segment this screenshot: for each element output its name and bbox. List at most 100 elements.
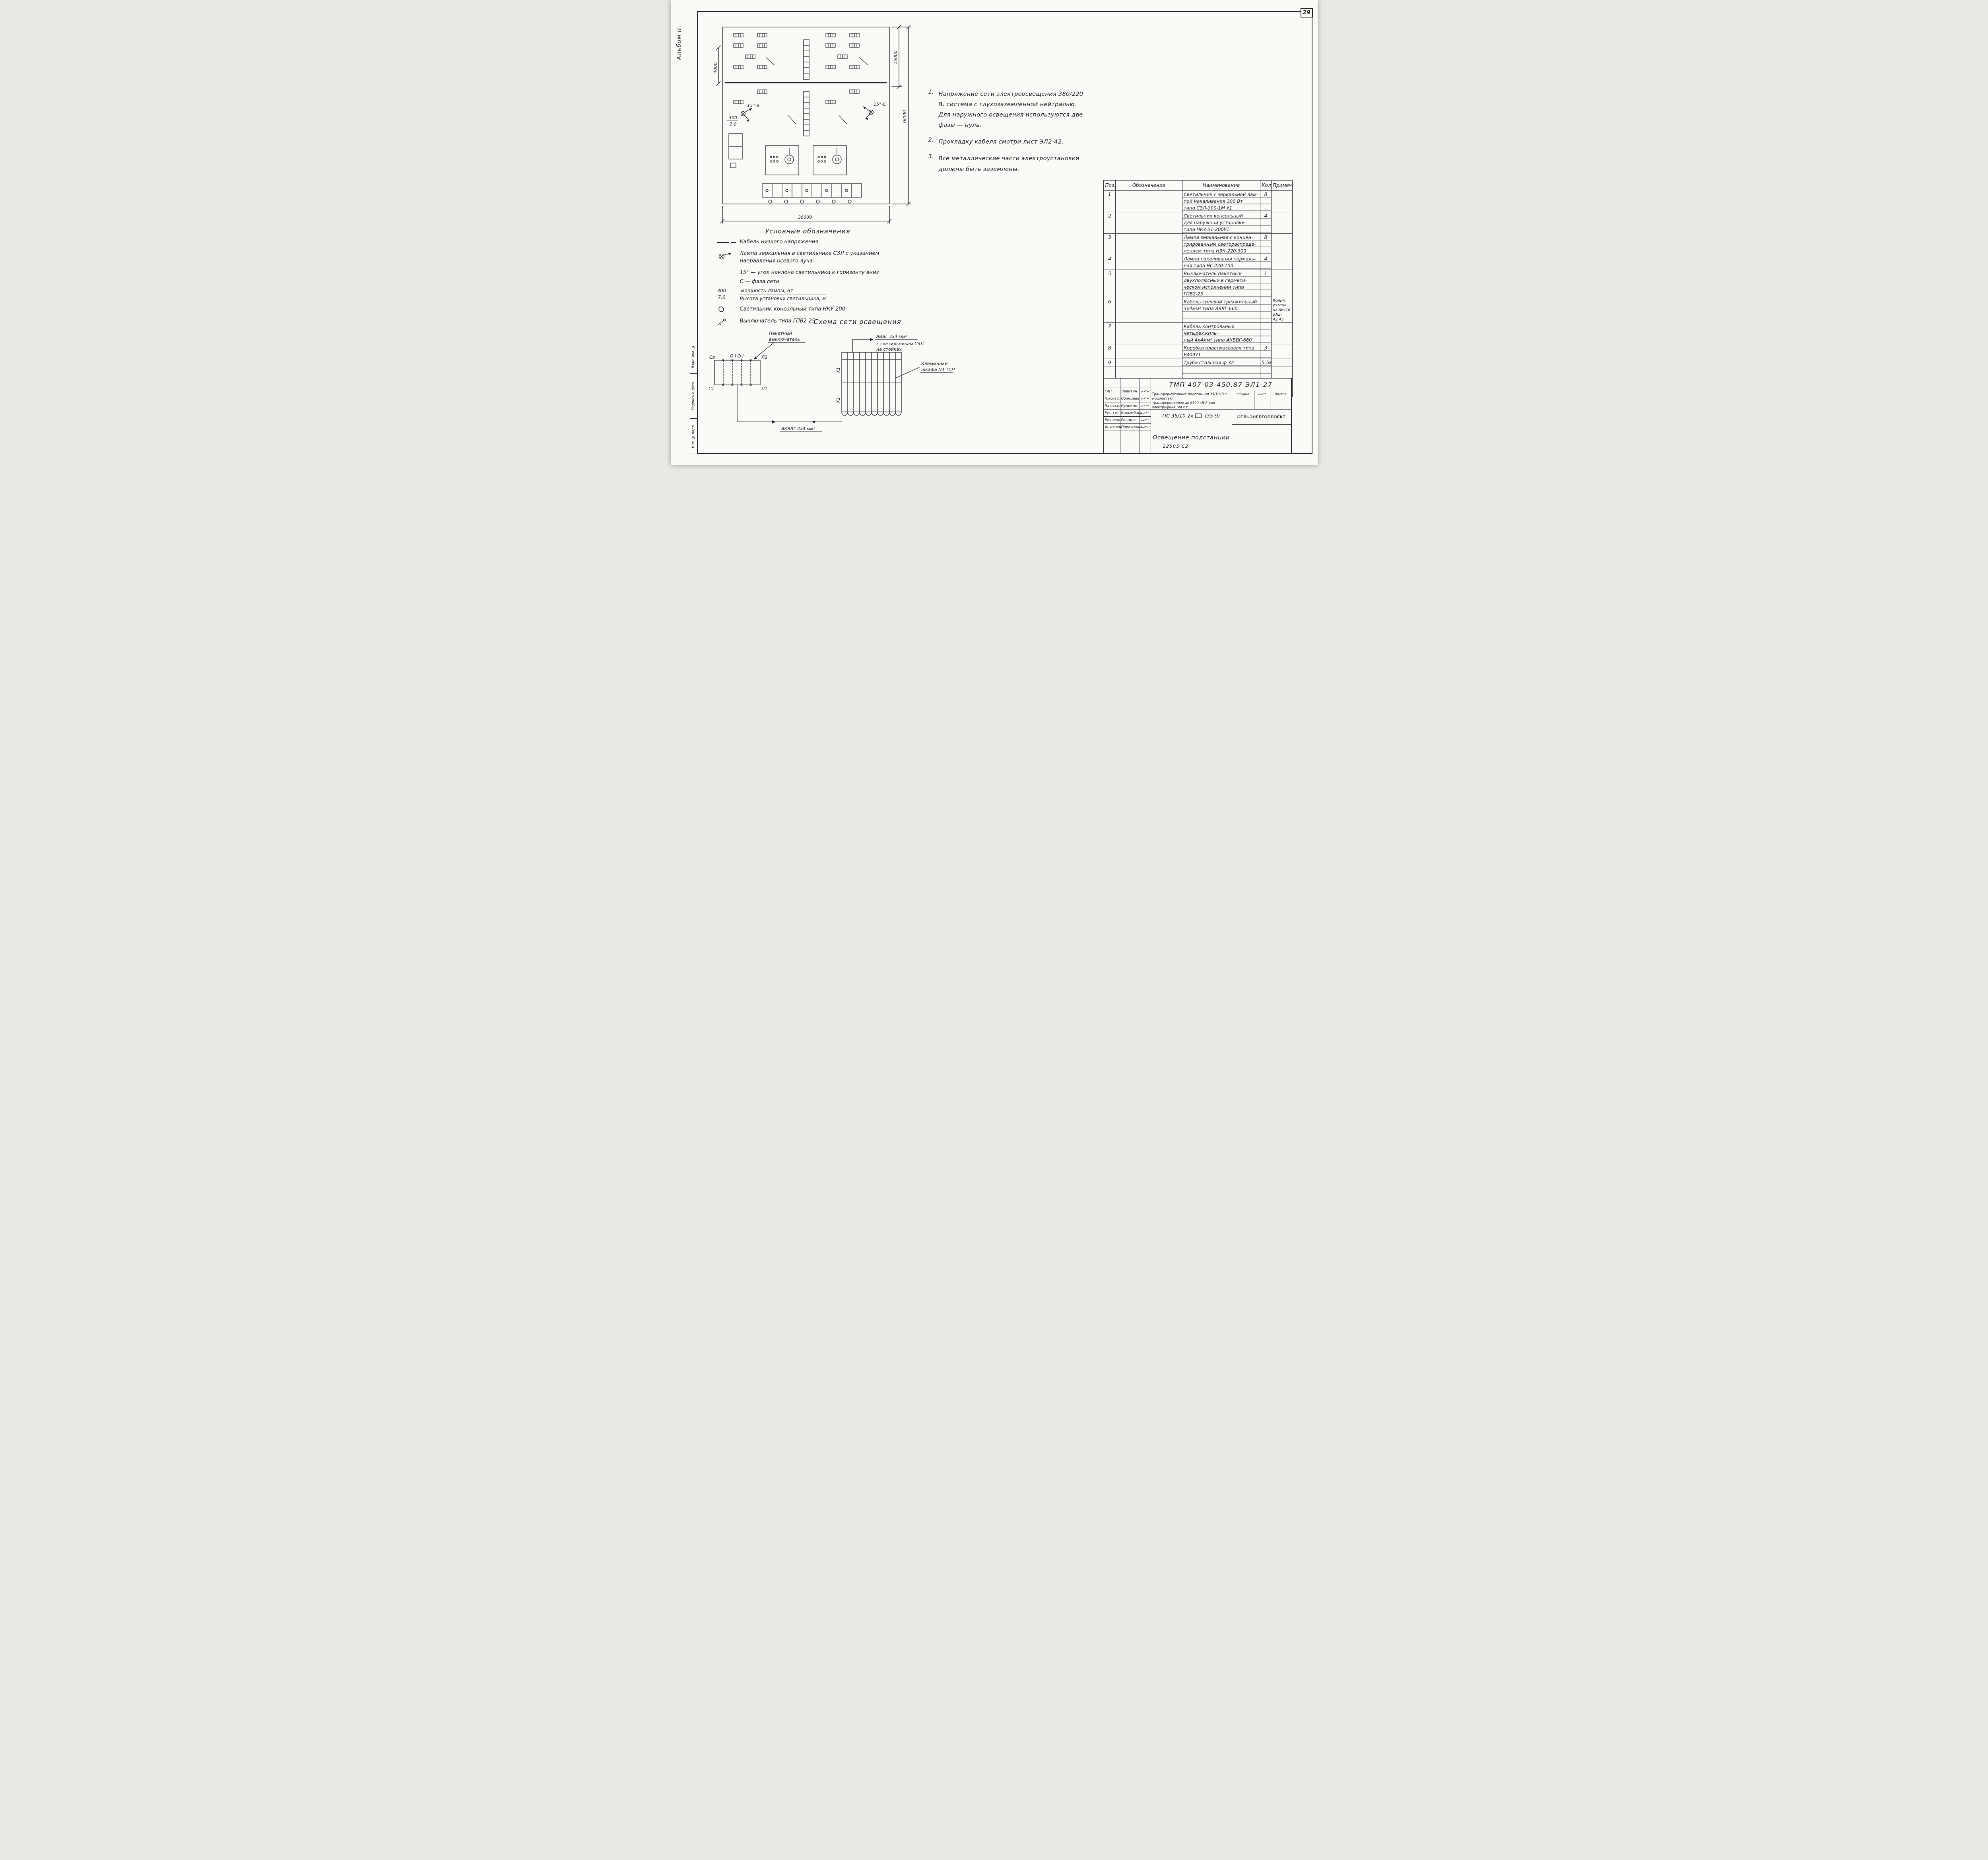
cell-name: Светильник консольный для наружной устан… bbox=[1182, 212, 1260, 234]
switch-icon bbox=[716, 318, 740, 328]
margin-label-inv: Инв. № подл. bbox=[691, 424, 695, 448]
cell-note: Колич. учтена на листе ЭЛ2-42,43 bbox=[1271, 297, 1292, 323]
legend-title: Условные обозначения bbox=[765, 227, 850, 235]
page-number: 29 bbox=[1300, 8, 1313, 17]
stage-value bbox=[1232, 397, 1254, 409]
cell-note bbox=[1271, 269, 1292, 298]
cell-name: Выключатель пакетный двухполюсный в герм… bbox=[1182, 269, 1260, 298]
drawing-frame bbox=[697, 11, 1312, 454]
substation-type-prefix: ПС 35/10-2х bbox=[1162, 413, 1194, 419]
sheet-header: Лист bbox=[1254, 391, 1270, 397]
legend-item-label: Кабель низкого напряжения bbox=[740, 239, 818, 245]
bottom-cable-run bbox=[736, 384, 842, 422]
terminal-row-x1: X1 bbox=[836, 367, 841, 373]
col-header-name: Наименование bbox=[1182, 180, 1260, 191]
dim-right-value: 36000 bbox=[902, 110, 907, 124]
project-description-line1: Трансформаторные подстанции 35/10кВ с мо… bbox=[1152, 392, 1227, 400]
substation-lighting-plan: 15°-В 300 7,0 15°-С 36000 bbox=[713, 25, 911, 224]
note-item: 2. Прокладку кабеля смотри лист ЭЛ2-42. bbox=[928, 137, 1084, 147]
cell-designation bbox=[1115, 297, 1182, 323]
signer-role: Инженер bbox=[1105, 425, 1121, 429]
table-row: 4 Лампа накаливания нормаль- ная типа НГ… bbox=[1103, 254, 1292, 270]
organization-blank bbox=[1232, 425, 1291, 453]
dimension-bottom: 36000 bbox=[720, 206, 892, 224]
cell-qty: 3 bbox=[1260, 344, 1272, 359]
transformer-bay-1 bbox=[765, 145, 799, 175]
switchyard-equipment bbox=[733, 33, 868, 124]
note-number: 1. bbox=[928, 89, 934, 95]
titleblock-signer-row: Нач.отд. Кулыгин bbox=[1104, 402, 1151, 410]
packet-switch-label-1: Пакетный bbox=[769, 331, 792, 336]
terminal-block bbox=[841, 352, 902, 416]
cell-qty: 1 bbox=[1260, 269, 1272, 298]
legend-item-power-height: 300 7,0 мощность лампы, Вт Высота устано… bbox=[716, 287, 907, 303]
cell-name: Кабель силовой трехжильный 3х4мм² типа А… bbox=[1182, 297, 1260, 323]
note-text: Все металлические части электроустановки… bbox=[938, 155, 1079, 173]
table-row: 7 Кабель контрольный четырехжиль- ный 4х… bbox=[1103, 322, 1292, 344]
signature-filler bbox=[1104, 431, 1151, 453]
signer-role: Вед.инж. bbox=[1105, 418, 1121, 422]
margin-box-inv: Инв. № подл. bbox=[689, 418, 697, 454]
dim-left-value: 4000 bbox=[713, 62, 718, 74]
yard-fence bbox=[722, 27, 890, 204]
cell-note bbox=[1271, 322, 1292, 344]
top-cable-label: АВВГ 3х4 мм² bbox=[876, 334, 907, 339]
lighting-network-schematic: Пакетный выключатель О I О I Св Л2 С1 Л1… bbox=[709, 331, 955, 432]
bottom-cable-label: АКВВГ 4х4 мм² bbox=[781, 426, 815, 431]
note-item: 1. Напряжение сети электроосвещения 380/… bbox=[928, 89, 1084, 130]
auxiliary-shack bbox=[728, 133, 743, 168]
signer-role: Рук. гр. bbox=[1105, 411, 1118, 415]
legend-item-label: Светильник консольный типа НКУ-200 bbox=[740, 306, 845, 313]
transformer-count-box bbox=[1195, 414, 1202, 418]
signature-scribble bbox=[1140, 425, 1151, 429]
titleblock-signer-row: Н.контр. Солнцева bbox=[1104, 395, 1151, 402]
cell-qty: 8 bbox=[1260, 233, 1272, 255]
terminal-callout-2: шкафа N4 ТСН bbox=[921, 367, 955, 372]
fraction-top: 300 bbox=[716, 288, 728, 294]
cell-qty: 8 bbox=[1260, 190, 1272, 212]
cell-name: Коробка пластмассовая типа У409У1 bbox=[1182, 344, 1260, 359]
terminal-callout-1: Клеммники bbox=[921, 361, 947, 366]
signer-role: ГИП bbox=[1105, 389, 1112, 394]
top-cable-dest-1: к светильникам СЗЛ bbox=[876, 341, 924, 346]
power-height-fraction: 300 7,0 bbox=[716, 287, 740, 300]
table-header-row: Поз. Обозначение Наименование Кол. Приме… bbox=[1103, 180, 1292, 191]
signature-scribble bbox=[1140, 418, 1151, 422]
fraction-text-bottom: Высота установки светильника, м bbox=[740, 296, 826, 302]
mirror-lamp-symbol-right bbox=[862, 106, 874, 120]
lamp-angle-label-right: 15°-С bbox=[874, 102, 886, 107]
margin-box-vzam: Взам. инв. № bbox=[689, 339, 697, 374]
equipment-spec-table: Поз. Обозначение Наименование Кол. Приме… bbox=[1103, 180, 1293, 398]
dim-bottom-value: 36000 bbox=[798, 215, 812, 220]
table-row: 2 Светильник консольный для наружной уст… bbox=[1103, 212, 1292, 234]
signer-name: Пороженко bbox=[1120, 424, 1142, 431]
transformer-bay-2 bbox=[812, 145, 847, 175]
cell-note bbox=[1271, 233, 1292, 255]
cell-pos: 4 bbox=[1103, 254, 1116, 270]
title-block-signatures: ГИП Левитин Н.контр. Солнцева Нач.отд. К… bbox=[1104, 379, 1151, 453]
table-row: 3 Лампа зеркальная с концен- трированным… bbox=[1103, 233, 1292, 255]
signer-name: Рощина bbox=[1120, 417, 1140, 423]
titleblock-signer-row: Вед.инж. Рощина bbox=[1104, 417, 1151, 424]
titleblock-signer-row: Рук. гр. Карымбаев bbox=[1104, 410, 1151, 417]
packet-switch-box bbox=[714, 359, 761, 386]
signer-name: Левитин bbox=[1120, 388, 1140, 395]
col-header-note: Примечание bbox=[1271, 180, 1292, 191]
cell-qty: 4 bbox=[1260, 254, 1272, 270]
legend-lamp-sub2: С — фаза сети bbox=[740, 279, 780, 285]
col-header-qty: Кол. bbox=[1260, 180, 1272, 191]
sheets-value bbox=[1270, 397, 1291, 409]
cell-pos: 9 bbox=[1103, 358, 1116, 367]
fraction-text-top: мощность лампы, Вт bbox=[740, 287, 826, 295]
fraction-bottom: 7,0 bbox=[718, 294, 726, 300]
cell-name: Лампа накаливания нормаль- ная типа НГ-2… bbox=[1182, 254, 1260, 270]
table-row: 8 Коробка пластмассовая типа У409У1 3 bbox=[1103, 344, 1292, 359]
note-text: Прокладку кабеля смотри лист ЭЛ2-42. bbox=[938, 139, 1064, 146]
sheet-title: Освещение подстанции bbox=[1153, 435, 1230, 441]
cell-qty bbox=[1260, 322, 1272, 344]
console-lamp-icon bbox=[716, 306, 740, 314]
cell-name: Лампа зеркальная с концен- трированным с… bbox=[1182, 233, 1260, 255]
cell-note bbox=[1271, 212, 1292, 234]
mirror-lamp-symbol-left bbox=[740, 108, 752, 122]
stage-sheet-table: Стадия Лист Листов bbox=[1232, 391, 1291, 409]
